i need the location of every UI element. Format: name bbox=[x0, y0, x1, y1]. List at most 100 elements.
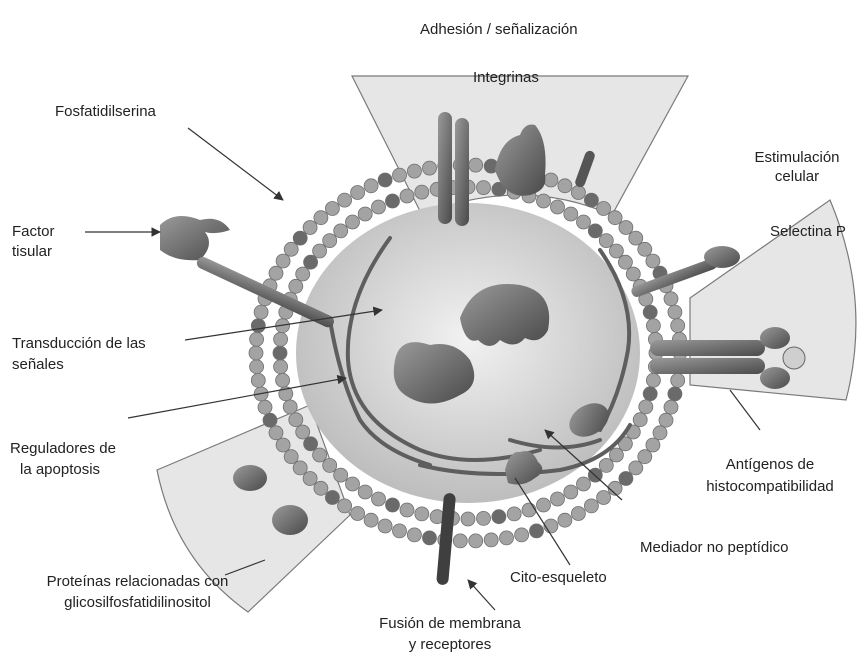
membrane-lipid-bead bbox=[338, 193, 352, 207]
membrane-lipid-bead bbox=[597, 491, 611, 505]
membrane-lipid-bead bbox=[346, 477, 360, 491]
membrane-lipid-bead bbox=[659, 413, 673, 427]
membrane-lipid-bead bbox=[423, 161, 437, 175]
membrane-lipid-bead bbox=[276, 254, 290, 268]
membrane-lipid-bead bbox=[500, 531, 514, 545]
membrane-lipid-bead bbox=[304, 255, 318, 269]
membrane-lipid-bead bbox=[423, 531, 437, 545]
membrane-lipid-bead bbox=[619, 221, 633, 235]
membrane-lipid-bead bbox=[346, 215, 360, 229]
membrane-lipid-bead bbox=[296, 425, 310, 439]
membrane-lipid-bead bbox=[671, 373, 685, 387]
membrane-lipid-bead bbox=[364, 179, 378, 193]
membrane-lipid-bead bbox=[284, 450, 298, 464]
membrane-lipid-bead bbox=[251, 373, 265, 387]
membrane-lipid-bead bbox=[638, 450, 652, 464]
membrane-lipid-bead bbox=[646, 373, 660, 387]
membrane-lipid-bead bbox=[558, 513, 572, 527]
membrane-lipid-bead bbox=[400, 189, 414, 203]
membrane-lipid-bead bbox=[618, 255, 632, 269]
membrane-lipid-bead bbox=[250, 360, 264, 374]
membrane-lipid-bead bbox=[254, 305, 268, 319]
membrane-lipid-bead bbox=[564, 485, 578, 499]
membrane-lipid-bead bbox=[338, 499, 352, 513]
membrane-lipid-bead bbox=[323, 458, 337, 472]
membrane-lipid-bead bbox=[372, 200, 386, 214]
membrane-lipid-bead bbox=[599, 458, 613, 472]
membrane-lipid-bead bbox=[304, 437, 318, 451]
membrane-lipid-bead bbox=[358, 207, 372, 221]
membrane-lipid-bead bbox=[633, 413, 647, 427]
membrane-lipid-bead bbox=[608, 211, 622, 225]
label-selectina: Selectina P bbox=[770, 222, 846, 241]
membrane-lipid-bead bbox=[537, 498, 551, 512]
membrane-lipid-bead bbox=[551, 200, 565, 214]
membrane-lipid-bead bbox=[577, 477, 591, 491]
label-mediador: Mediador no peptídico bbox=[640, 538, 788, 557]
membrane-lipid-bead bbox=[283, 400, 297, 414]
membrane-lipid-bead bbox=[323, 234, 337, 248]
label-estimulacion-line1: Estimulación bbox=[742, 148, 852, 167]
membrane-lipid-bead bbox=[393, 168, 407, 182]
membrane-lipid-bead bbox=[609, 448, 623, 462]
membrane-lipid-bead bbox=[643, 305, 657, 319]
label-fusion-line2: y receptores bbox=[360, 635, 540, 654]
membrane-lipid-bead bbox=[646, 438, 660, 452]
membrane-lipid-bead bbox=[313, 448, 327, 462]
membrane-lipid-bead bbox=[597, 202, 611, 216]
membrane-lipid-bead bbox=[664, 400, 678, 414]
membrane-lipid-bead bbox=[249, 346, 263, 360]
membrane-lipid-bead bbox=[537, 194, 551, 208]
membrane-lipid-bead bbox=[415, 185, 429, 199]
membrane-lipid-bead bbox=[619, 472, 633, 486]
membrane-lipid-bead bbox=[584, 193, 598, 207]
membrane-lipid-bead bbox=[289, 279, 303, 293]
membrane-lipid-bead bbox=[400, 503, 414, 517]
membrane-lipid-bead bbox=[334, 224, 348, 238]
membrane-lipid-bead bbox=[668, 305, 682, 319]
label-integrinas: Integrinas bbox=[473, 68, 539, 87]
label-factor-line2: tisular bbox=[12, 242, 52, 261]
membrane-lipid-bead bbox=[289, 413, 303, 427]
membrane-lipid-bead bbox=[544, 173, 558, 187]
membrane-lipid-bead bbox=[671, 319, 685, 333]
membrane-lipid-bead bbox=[303, 472, 317, 486]
membrane-lipid-bead bbox=[551, 492, 565, 506]
membrane-lipid-bead bbox=[296, 267, 310, 281]
membrane-lipid-bead bbox=[629, 461, 643, 475]
membrane-lipid-bead bbox=[664, 292, 678, 306]
membrane-lipid-bead bbox=[269, 266, 283, 280]
membrane-lipid-bead bbox=[477, 511, 491, 525]
membrane-lipid-bead bbox=[469, 534, 483, 548]
membrane-lipid-bead bbox=[407, 164, 421, 178]
label-proteinas-line2: glicosilfosfatidilinositol bbox=[20, 593, 255, 612]
membrane-lipid-bead bbox=[453, 534, 467, 548]
label-transduccion-line2: señales bbox=[12, 355, 64, 374]
membrane-lipid-bead bbox=[273, 346, 287, 360]
membrane-lipid-bead bbox=[274, 332, 288, 346]
label-reguladores-line2: la apoptosis bbox=[20, 460, 100, 479]
membrane-lipid-bead bbox=[626, 267, 640, 281]
membrane-lipid-bead bbox=[258, 400, 272, 414]
membrane-lipid-bead bbox=[325, 491, 339, 505]
label-reguladores-line1: Reguladores de bbox=[10, 439, 116, 458]
membrane-lipid-bead bbox=[276, 373, 290, 387]
label-antigenos-line2: histocompatibilidad bbox=[680, 477, 860, 496]
membrane-lipid-bead bbox=[250, 332, 264, 346]
membrane-lipid-bead bbox=[314, 481, 328, 495]
membrane-lipid-bead bbox=[314, 211, 328, 225]
membrane-lipid-bead bbox=[351, 186, 365, 200]
membrane-lipid-bead bbox=[415, 507, 429, 521]
membrane-lipid-bead bbox=[378, 519, 392, 533]
membrane-lipid-bead bbox=[269, 426, 283, 440]
membrane-lipid-bead bbox=[653, 426, 667, 440]
membrane-lipid-bead bbox=[293, 231, 307, 245]
membrane-lipid-bead bbox=[372, 492, 386, 506]
membrane-lipid-bead bbox=[284, 242, 298, 256]
membrane-lipid-bead bbox=[577, 215, 591, 229]
membrane-lipid-bead bbox=[507, 507, 521, 521]
membrane-lipid-bead bbox=[469, 158, 483, 172]
membrane-lipid-bead bbox=[646, 319, 660, 333]
label-antigenos-line1: Antígenos de bbox=[680, 455, 860, 474]
label-citoesqueleto: Cito-esqueleto bbox=[510, 568, 607, 587]
